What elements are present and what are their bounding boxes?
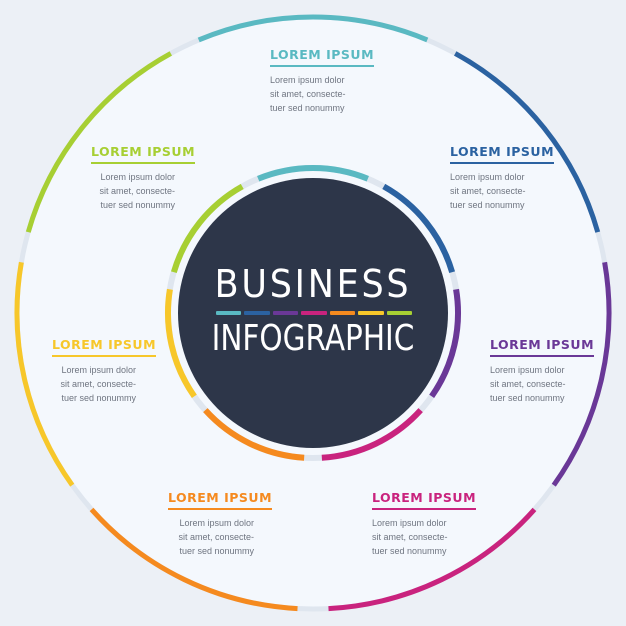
info-block-orange: LOREM IPSUM Lorem ipsum dolor sit amet, …: [168, 489, 278, 558]
outer-arc-lime: [25, 51, 172, 233]
info-line: sit amet, consecte-: [178, 532, 254, 542]
info-block-title: LOREM IPSUM: [52, 337, 157, 357]
info-line: sit amet, consecte-: [372, 532, 448, 542]
info-block-title: LOREM IPSUM: [450, 144, 555, 164]
info-line: tuer sed nonummy: [450, 200, 525, 210]
info-block-title: LOREM IPSUM: [91, 144, 196, 164]
info-line: Lorem ipsum dolor: [270, 75, 345, 85]
outer-arc-blue: [454, 51, 601, 233]
color-dash-row: [216, 311, 412, 315]
inner-arc-blue: [382, 183, 456, 274]
info-line: Lorem ipsum dolor: [179, 518, 254, 528]
outer-arc-yellow: [14, 261, 75, 487]
info-line: sit amet, consecte-: [99, 186, 175, 196]
dash-yellow: [358, 311, 384, 315]
info-block-blue: LOREM IPSUM Lorem ipsum dolor sit amet, …: [450, 143, 560, 212]
info-block-text: Lorem ipsum dolor sit amet, consecte- tu…: [450, 170, 560, 212]
center-title-line2: INFOGRAPHIC: [211, 318, 415, 359]
info-block-text: Lorem ipsum dolor sit amet, consecte- tu…: [270, 73, 380, 115]
info-line: sit amet, consecte-: [60, 379, 136, 389]
info-block-magenta: LOREM IPSUM Lorem ipsum dolor sit amet, …: [372, 489, 482, 558]
info-block-purple: LOREM IPSUM Lorem ipsum dolor sit amet, …: [490, 336, 600, 405]
dash-blue: [244, 311, 270, 315]
dash-orange: [329, 311, 356, 315]
info-block-text: Lorem ipsum dolor sit amet, consecte- tu…: [168, 516, 254, 558]
info-line: Lorem ipsum dolor: [450, 172, 525, 182]
info-block-yellow: LOREM IPSUM Lorem ipsum dolor sit amet, …: [52, 336, 162, 405]
info-line: tuer sed nonummy: [179, 546, 254, 556]
dash-teal: [216, 311, 242, 315]
info-line: Lorem ipsum dolor: [490, 365, 565, 375]
outer-arc-purple: [551, 261, 612, 487]
info-line: tuer sed nonummy: [61, 393, 136, 403]
inner-arc-lime: [170, 183, 244, 274]
inner-ring: [165, 165, 461, 461]
info-block-title: LOREM IPSUM: [168, 490, 273, 510]
info-block-text: Lorem ipsum dolor sit amet, consecte- tu…: [52, 363, 136, 405]
info-block-text: Lorem ipsum dolor sit amet, consecte- tu…: [372, 516, 482, 558]
info-line: Lorem ipsum dolor: [61, 365, 136, 375]
info-line: sit amet, consecte-: [490, 379, 566, 389]
info-line: sit amet, consecte-: [270, 89, 346, 99]
outer-arc-magenta: [328, 507, 537, 612]
dash-magenta: [301, 311, 327, 315]
info-block-title: LOREM IPSUM: [270, 47, 375, 67]
inner-arc-yellow: [165, 288, 197, 399]
info-line: sit amet, consecte-: [450, 186, 526, 196]
info-line: tuer sed nonummy: [372, 546, 447, 556]
info-line: tuer sed nonummy: [270, 103, 345, 113]
outer-arc-orange: [89, 507, 298, 612]
info-line: Lorem ipsum dolor: [100, 172, 175, 182]
info-block-teal: LOREM IPSUM Lorem ipsum dolor sit amet, …: [270, 46, 380, 115]
info-line: tuer sed nonummy: [490, 393, 565, 403]
outer-arc-teal: [197, 14, 429, 43]
dash-purple: [272, 311, 299, 315]
info-block-lime: LOREM IPSUM Lorem ipsum dolor sit amet, …: [91, 143, 201, 212]
inner-arc-purple: [429, 288, 461, 399]
info-block-title: LOREM IPSUM: [372, 490, 477, 510]
info-block-title: LOREM IPSUM: [490, 337, 595, 357]
inner-arc-orange: [203, 408, 305, 461]
inner-arc-magenta: [321, 408, 423, 461]
info-line: tuer sed nonummy: [100, 200, 175, 210]
outer-ring: [14, 14, 612, 612]
inner-arc-teal: [257, 165, 369, 182]
info-block-text: Lorem ipsum dolor sit amet, consecte- tu…: [91, 170, 175, 212]
center-title-line1: BUSINESS: [214, 262, 412, 306]
info-block-text: Lorem ipsum dolor sit amet, consecte- tu…: [490, 363, 600, 405]
info-line: Lorem ipsum dolor: [372, 518, 447, 528]
dash-lime: [386, 311, 412, 315]
